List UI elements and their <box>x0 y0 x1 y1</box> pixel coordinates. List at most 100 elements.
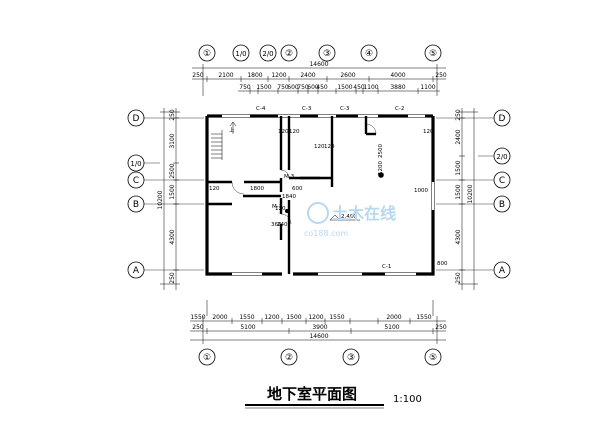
axis-bubble-top-2-0 <box>259 44 277 62</box>
drain-marker-icon <box>285 209 289 213</box>
top-dim2-8: 1500 <box>337 84 352 91</box>
bottom-dimension-lines <box>190 300 446 344</box>
top-dim-5: 2400 <box>300 72 315 79</box>
elevation-marker <box>329 214 360 221</box>
top-dim2-6: 600 <box>307 84 319 91</box>
right-axis-leaders <box>436 117 494 271</box>
dim-120-b: 120 <box>289 129 300 135</box>
door-label-m3b: M-3 <box>272 204 283 210</box>
bottom-dim-5: 250 <box>435 324 447 331</box>
right-overall-dim: 10200 <box>467 184 474 203</box>
left-dim-4: 1500 <box>169 184 176 199</box>
window-label-c2: C-2 <box>395 106 404 112</box>
axis-label-top-1: ① <box>203 49 211 59</box>
dim-240: 240 <box>277 222 288 228</box>
window-label-c3b: C-3 <box>340 106 350 112</box>
window-label-c3a: C-3 <box>302 106 312 112</box>
bottom-overall-dim: 14600 <box>309 333 328 340</box>
dim-120-a: 120 <box>278 129 289 135</box>
axis-bubble-top-1-0 <box>232 44 250 62</box>
right-dim-4: 1500 <box>455 184 462 199</box>
axis-label-left-B: B <box>133 200 139 210</box>
top-dim2-9: 450 <box>353 84 365 91</box>
left-axis-bubbles <box>127 109 145 279</box>
dim-120-g: 120 <box>275 206 286 212</box>
bottom-dim2-3: 1550 <box>239 314 254 321</box>
dim-1800: 1800 <box>250 186 264 192</box>
right-dim-5: 4300 <box>455 229 462 244</box>
bottom-dim2-6: 1200 <box>308 314 323 321</box>
top-dim-3: 1800 <box>247 72 262 79</box>
dim-120-d: 120 <box>314 144 325 150</box>
left-dim-5: 4300 <box>169 229 176 244</box>
axis-label-left-A: A <box>133 266 140 276</box>
exterior-walls <box>205 114 435 276</box>
right-dim-3: 1500 <box>455 160 462 175</box>
axis-label-top-5: ⑤ <box>429 49 437 59</box>
right-dimension-lines <box>458 108 478 290</box>
axis-label-right-B: B <box>499 200 505 210</box>
dim-600: 600 <box>292 186 303 192</box>
window-label-c1: C-1 <box>382 264 391 270</box>
axis-label-top-2-0: 2/0 <box>262 50 273 58</box>
left-dim-2: 3100 <box>169 133 176 148</box>
drawing-title: 地下室平面图 <box>267 385 357 403</box>
top-dim2-10: 1100 <box>363 84 378 91</box>
bottom-dim2-4: 1200 <box>264 314 279 321</box>
axis-label-bottom-5: ⑤ <box>429 353 437 363</box>
door-swings <box>231 123 377 225</box>
axis-label-top-1-0: 1/0 <box>235 50 246 58</box>
bottom-dim-1: 250 <box>192 324 204 331</box>
axis-label-right-C: C <box>499 176 505 186</box>
bottom-dim2-9: 1550 <box>416 314 431 321</box>
dim-1000: 1000 <box>414 188 428 194</box>
top-dim2-3: 750 <box>277 84 289 91</box>
bottom-dim-2: 5100 <box>240 324 255 331</box>
left-dim-1: 250 <box>169 109 176 121</box>
top-dim2-11: 3880 <box>390 84 405 91</box>
watermark-subtext: co188.com <box>304 229 348 238</box>
bottom-dim2-5: 1500 <box>286 314 301 321</box>
top-dim2-4: 600 <box>287 84 299 91</box>
dim-360: 360 <box>271 222 282 228</box>
top-dim2-1: 750 <box>239 84 251 91</box>
axis-label-right-2-0: 2/0 <box>496 153 507 161</box>
axis-label-left-1-0: 1/0 <box>130 160 141 168</box>
column-marker-icon <box>378 172 384 178</box>
bottom-dim2-2: 2000 <box>212 314 227 321</box>
top-dim2-5: 750 <box>297 84 309 91</box>
top-dim-2: 2100 <box>218 72 233 79</box>
dim-1840: 1840 <box>282 194 296 200</box>
right-dim-2: 2400 <box>455 129 462 144</box>
dim-800: 800 <box>437 261 448 267</box>
axis-label-right-A: A <box>499 266 506 276</box>
left-dim-3: 2500 <box>169 163 176 178</box>
stair <box>211 121 237 160</box>
axis-bubble-top-2 <box>280 44 298 62</box>
axis-bubble-top-1 <box>198 44 216 62</box>
axis-label-top-4: ④ <box>365 49 373 59</box>
axis-bubble-top-4 <box>360 44 378 62</box>
interior-walls <box>207 116 376 274</box>
top-dim2-12: 1100 <box>420 84 435 91</box>
bottom-dim-3: 3900 <box>312 324 327 331</box>
watermark-logo-icon <box>307 202 329 224</box>
stair-up-label: 上 <box>229 126 235 134</box>
dim-120-e: 120 <box>324 144 335 150</box>
watermark-text: 土木在线 <box>332 204 396 223</box>
dim-120-f: 120 <box>209 186 220 192</box>
axis-label-bottom-1: ① <box>203 353 211 363</box>
bottom-dim2-1: 1550 <box>190 314 205 321</box>
dim-1200: 1200 <box>378 161 384 175</box>
axis-bubble-top-3 <box>318 44 336 62</box>
bottom-dim-4: 5100 <box>384 324 399 331</box>
top-dim-8: 250 <box>435 72 447 79</box>
bottom-dim2-8: 2000 <box>386 314 401 321</box>
top-dim-1: 250 <box>192 72 204 79</box>
right-dim-6: 250 <box>455 272 462 284</box>
door-label-m3a: M-3 <box>284 174 295 180</box>
left-dim-6: 250 <box>169 272 176 284</box>
dim-2500: 2500 <box>378 144 384 158</box>
